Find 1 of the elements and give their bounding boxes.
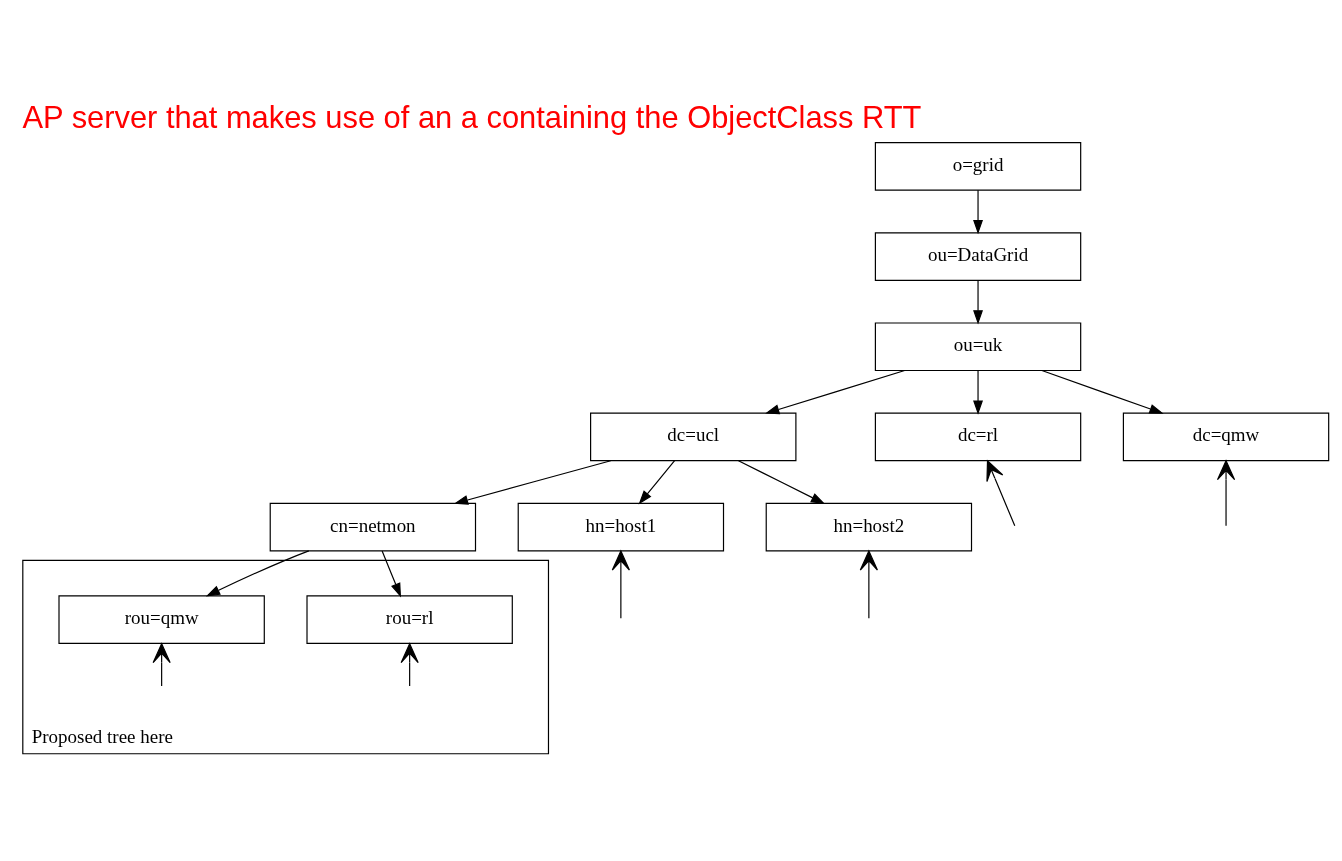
diagram-title: AP server that makes use of an a containing the ObjectClass RTT [22,99,922,135]
